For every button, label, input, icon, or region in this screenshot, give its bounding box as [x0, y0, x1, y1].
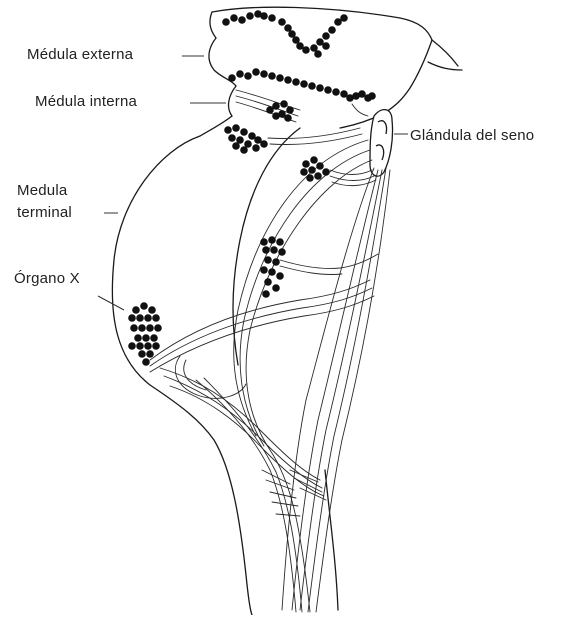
label-medula-terminal-line2: terminal	[17, 204, 72, 222]
cell-body	[260, 238, 268, 246]
cell-body	[340, 14, 348, 22]
cell-body	[152, 342, 160, 350]
cell-body	[302, 46, 310, 54]
cell-body	[316, 84, 324, 92]
cell-body	[284, 114, 292, 122]
cell-body	[300, 80, 308, 88]
neuron-cell-bodies	[128, 10, 376, 366]
label-medula-interna: Médula interna	[35, 93, 137, 111]
cell-body	[268, 72, 276, 80]
cell-body	[322, 32, 330, 40]
cell-body	[278, 18, 286, 26]
cell-body	[276, 272, 284, 280]
cell-body	[128, 314, 136, 322]
cell-body	[260, 266, 268, 274]
cell-body	[144, 314, 152, 322]
cell-body	[238, 16, 246, 24]
cell-body	[300, 168, 308, 176]
cell-body	[240, 128, 248, 136]
cell-body	[308, 166, 316, 174]
cell-body	[272, 258, 280, 266]
cell-body	[280, 100, 288, 108]
cell-body	[152, 314, 160, 322]
cell-body	[148, 306, 156, 314]
cell-body	[236, 70, 244, 78]
cell-body	[146, 350, 154, 358]
organo-x-cells	[128, 302, 162, 366]
cell-body	[260, 140, 268, 148]
cell-body	[150, 334, 158, 342]
cell-body	[142, 334, 150, 342]
cell-body	[138, 324, 146, 332]
cell-body	[292, 78, 300, 86]
cell-body	[276, 74, 284, 82]
cell-body	[316, 162, 324, 170]
nerve-tracts	[150, 90, 390, 612]
cell-body	[310, 156, 318, 164]
cell-body	[252, 68, 260, 76]
cell-body	[332, 88, 340, 96]
cell-body	[328, 26, 336, 34]
cell-body	[154, 324, 162, 332]
cell-body	[272, 284, 280, 292]
cell-body	[268, 14, 276, 22]
cell-body	[138, 350, 146, 358]
cell-body	[246, 12, 254, 20]
cell-body	[322, 42, 330, 50]
cell-body	[368, 92, 376, 100]
cell-body	[262, 290, 270, 298]
cell-body	[260, 70, 268, 78]
cell-body	[128, 342, 136, 350]
label-medula-terminal-line1: Medula	[17, 182, 67, 200]
cell-body	[240, 146, 248, 154]
label-organo-x: Órgano X	[14, 270, 80, 288]
cell-body	[224, 126, 232, 134]
cell-body	[140, 302, 148, 310]
cell-body	[286, 106, 294, 114]
cell-body	[284, 76, 292, 84]
cell-body	[232, 124, 240, 132]
cell-body	[266, 106, 274, 114]
sinus-gland	[370, 110, 393, 177]
cell-body	[272, 112, 280, 120]
cell-body	[136, 314, 144, 322]
cell-body	[268, 268, 276, 276]
cell-body	[276, 238, 284, 246]
cell-body	[322, 168, 330, 176]
medula-terminal-upper-cells	[224, 124, 268, 154]
cell-body	[302, 160, 310, 168]
label-glandula-seno: Glándula del seno	[410, 127, 534, 145]
cell-body	[222, 18, 230, 26]
cell-body	[134, 334, 142, 342]
cell-body	[244, 72, 252, 80]
cell-body	[142, 358, 150, 366]
cell-body	[228, 134, 236, 142]
label-medula-externa: Médula externa	[27, 46, 133, 64]
cell-body	[308, 82, 316, 90]
cell-body	[136, 342, 144, 350]
cell-body	[264, 256, 272, 264]
cell-body	[278, 248, 286, 256]
cell-body	[270, 246, 278, 254]
cell-body	[144, 342, 152, 350]
cell-body	[306, 174, 314, 182]
cell-body	[252, 144, 260, 152]
cell-body	[262, 246, 270, 254]
cell-body	[264, 278, 272, 286]
cell-body	[132, 306, 140, 314]
cell-body	[314, 172, 322, 180]
cell-body	[324, 86, 332, 94]
cell-body	[230, 14, 238, 22]
cell-body	[268, 236, 276, 244]
cell-body	[314, 50, 322, 58]
cell-body	[130, 324, 138, 332]
cell-body	[260, 12, 268, 20]
leader-organo-x	[98, 296, 124, 310]
medula-interna-cells	[228, 68, 376, 122]
medula-externa-cells	[222, 10, 348, 58]
cell-body	[232, 142, 240, 150]
cell-body	[146, 324, 154, 332]
cell-body	[228, 74, 236, 82]
